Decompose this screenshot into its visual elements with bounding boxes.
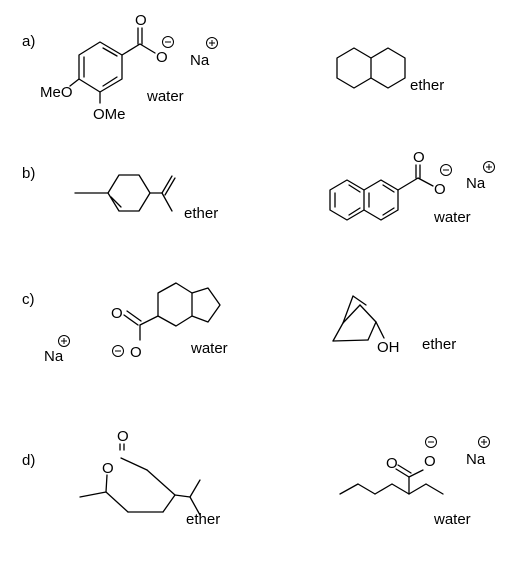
minus-charge-icon <box>425 436 437 448</box>
atom-c-carboxylate-o: O <box>130 344 142 361</box>
plus-charge-icon <box>478 436 490 448</box>
atom-b-carboxylate-o: O <box>434 181 446 198</box>
molecule-a-left <box>69 27 156 104</box>
plus-charge-icon <box>58 335 70 347</box>
solvent-c-left: water <box>190 340 228 357</box>
molecule-b-left <box>74 174 176 212</box>
solvent-b-left: ether <box>184 205 218 222</box>
atom-b-cation: Na <box>466 175 486 192</box>
atom-d-carbonyl-o: O <box>117 428 129 445</box>
atom-a-carboxylate-o: O <box>156 49 168 66</box>
solvent-a-right: ether <box>410 77 444 94</box>
molecule-a-right <box>336 47 406 89</box>
molecule-c-left <box>123 282 221 341</box>
atom-c-carbonyl-o: O <box>111 305 123 322</box>
solvent-c-right: ether <box>422 336 456 353</box>
atom-a-carbonyl-o: O <box>135 12 147 29</box>
atom-c-hydroxyl: OH <box>377 339 400 356</box>
plus-charge-icon <box>483 161 495 173</box>
solvent-b-right: water <box>433 209 471 226</box>
molecule-c-right <box>332 295 385 342</box>
atom-d-carboxylate-o: O <box>424 453 436 470</box>
solvent-d-right: water <box>433 511 471 528</box>
label-d: d) <box>22 452 35 469</box>
atom-a-methoxy-2: OMe <box>93 106 126 123</box>
minus-charge-icon <box>112 345 124 357</box>
atom-d-carbonyl-o-right: O <box>386 455 398 472</box>
atom-a-methoxy-1: MeO <box>40 84 73 101</box>
atom-d-cation: Na <box>466 451 486 468</box>
label-a: a) <box>22 33 35 50</box>
atom-b-carbonyl-o: O <box>413 149 425 166</box>
atom-c-cation: Na <box>44 348 64 365</box>
atom-a-cation: Na <box>190 52 210 69</box>
label-b: b) <box>22 165 35 182</box>
molecule-d-right <box>339 464 444 495</box>
molecule-d-left <box>79 443 201 516</box>
plus-charge-icon <box>206 37 218 49</box>
solvent-d-left: ether <box>186 511 220 528</box>
atom-d-ring-o: O <box>102 460 114 477</box>
label-c: c) <box>22 291 35 308</box>
solvent-a-left: water <box>146 88 184 105</box>
minus-charge-icon <box>162 36 174 48</box>
minus-charge-icon <box>440 164 452 176</box>
molecule-b-right <box>329 164 434 221</box>
